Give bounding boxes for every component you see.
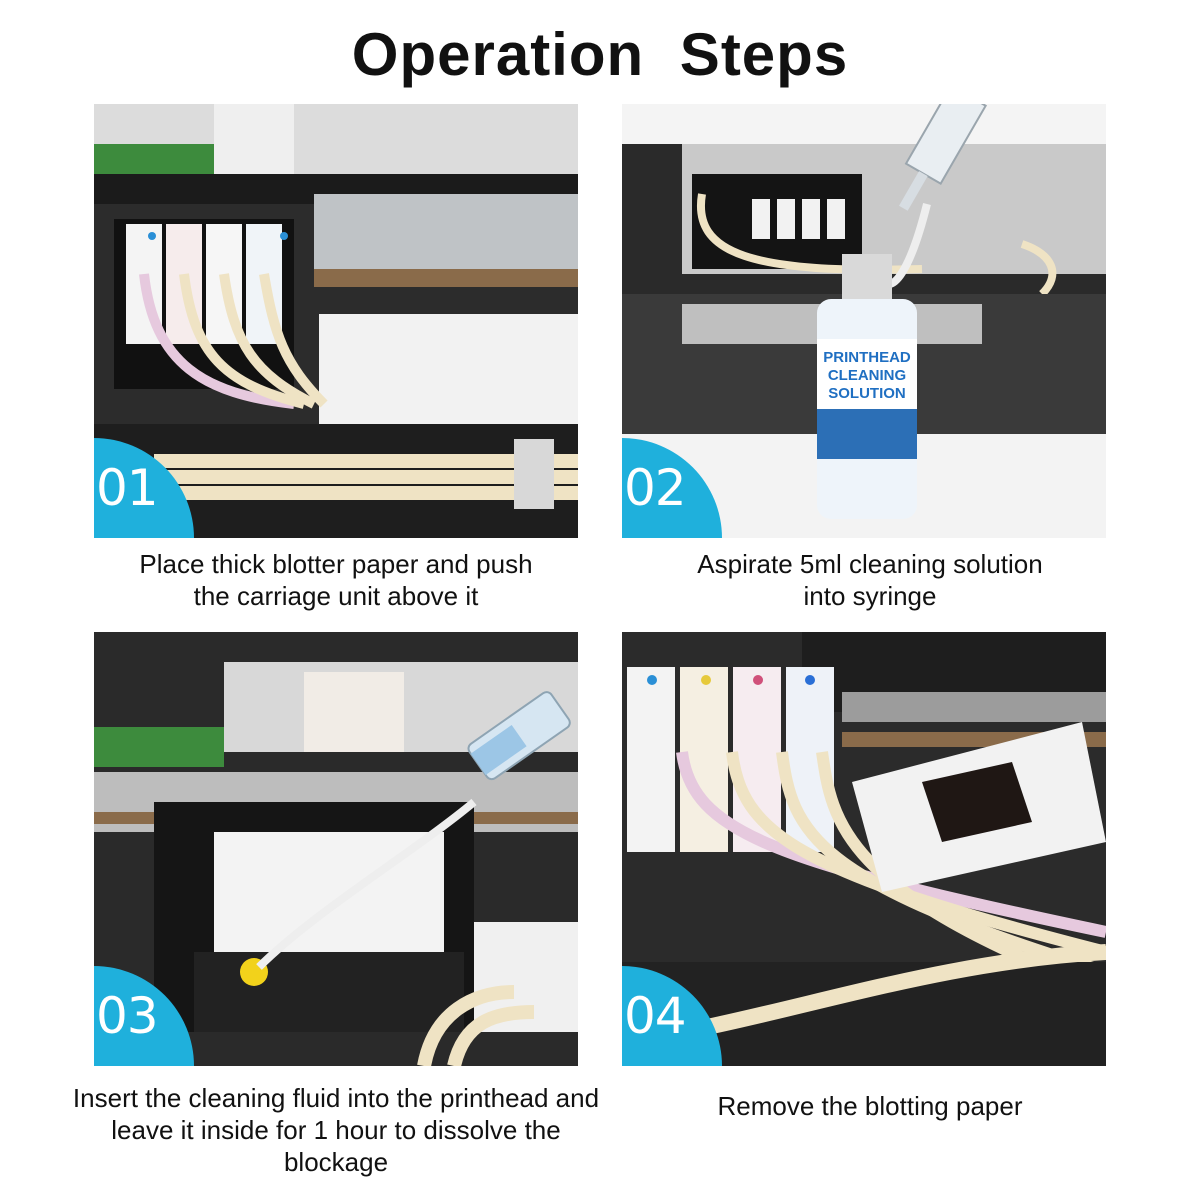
remove-blotting-paper-illustration <box>622 632 1106 1066</box>
step-3-caption: Insert the cleaning fluid into the print… <box>56 1082 616 1178</box>
step-2-caption-line2: into syringe <box>803 581 937 611</box>
step-1-caption: Place thick blotter paper and push the c… <box>56 548 616 612</box>
step-2-caption: Aspirate 5ml cleaning solution into syri… <box>590 548 1150 612</box>
step-3-caption-line1: Insert the cleaning fluid into the print… <box>72 1083 600 1113</box>
step-1-caption-line2: the carriage unit above it <box>193 581 479 611</box>
bottle-label-line3: SOLUTION <box>828 385 906 402</box>
step-1-photo: 01 <box>94 104 578 538</box>
printer-carriage-illustration <box>94 104 578 538</box>
bottle-label-line2: CLEANING <box>828 367 906 384</box>
bottle-label-line1: PRINTHEAD <box>823 349 911 366</box>
step-4-caption-line1: Remove the blotting paper <box>717 1091 1023 1121</box>
syringe-and-bottle-illustration: PRINTHEAD CLEANING SOLUTION <box>622 104 1106 538</box>
printhead-injection-illustration <box>94 632 578 1066</box>
step-2-photo: PRINTHEAD CLEANING SOLUTION 02 <box>622 104 1106 538</box>
step-3-caption-line2: leave it inside for 1 hour to dissolve t… <box>111 1115 561 1177</box>
page-title: Operation Steps <box>351 21 849 88</box>
step-2-caption-line1: Aspirate 5ml cleaning solution <box>697 549 1043 579</box>
step-4-caption: Remove the blotting paper <box>590 1090 1150 1122</box>
step-4-photo: 04 <box>622 632 1106 1066</box>
step-1-caption-line1: Place thick blotter paper and push <box>139 549 533 579</box>
step-3-photo: 03 <box>94 632 578 1066</box>
